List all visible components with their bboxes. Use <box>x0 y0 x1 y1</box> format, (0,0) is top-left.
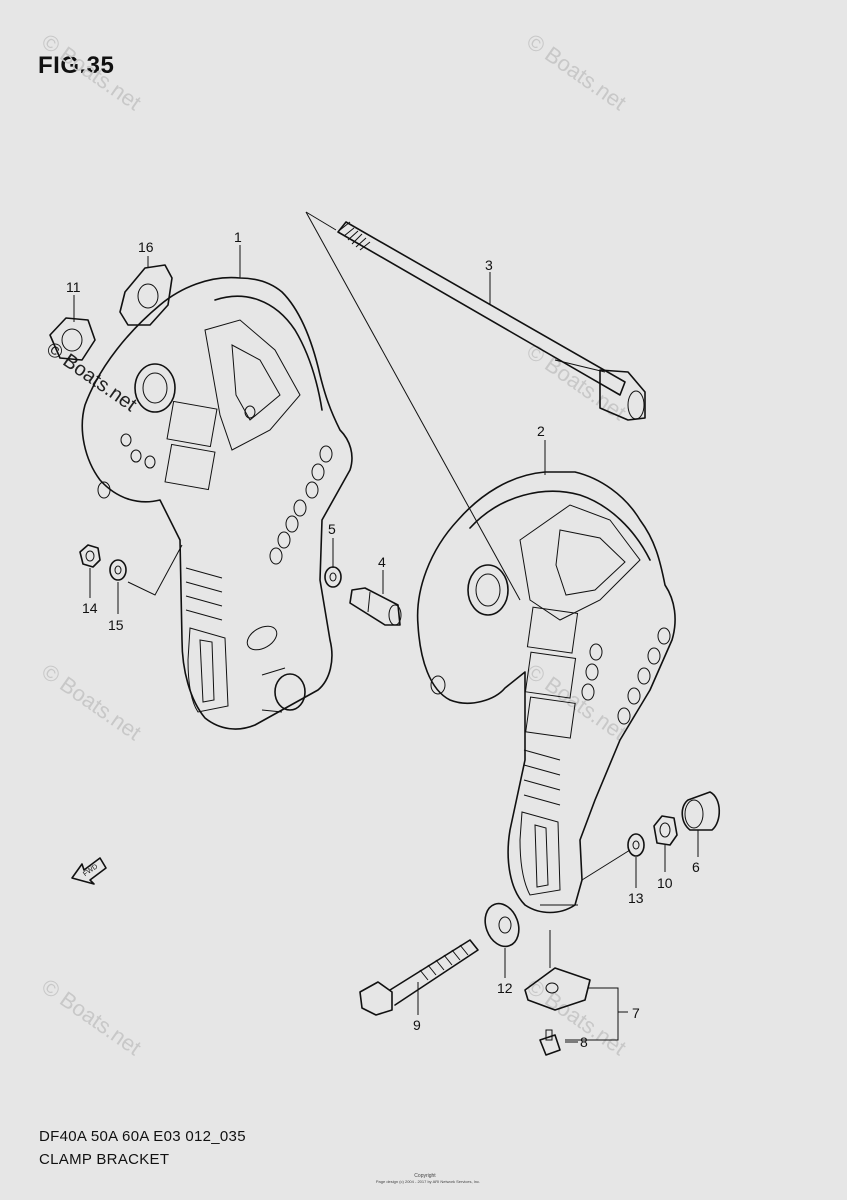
part-5-washer <box>324 566 342 588</box>
watermark-5: © Boats.net <box>522 659 631 746</box>
callout-14: 14 <box>82 600 98 616</box>
callout-8: 8 <box>580 1034 588 1050</box>
figure-title: FIG.35 <box>38 52 115 79</box>
callout-11: 11 <box>66 279 81 295</box>
callout-5: 5 <box>328 521 336 537</box>
watermark-6: © Boats.net <box>37 974 146 1061</box>
callout-2: 2 <box>537 423 545 439</box>
part-3-tilt-tube <box>337 221 646 421</box>
part-14-nut <box>79 544 101 568</box>
callout-6: 6 <box>692 859 700 875</box>
callout-1: 1 <box>234 229 242 245</box>
callout-10: 10 <box>657 875 673 891</box>
watermark-3: © Boats.net <box>522 339 631 426</box>
assembly-line-2 <box>305 211 337 231</box>
part-13-washer <box>627 833 645 857</box>
part-6-cap <box>681 791 721 831</box>
assembly-line <box>305 211 521 601</box>
leader-lines <box>73 245 699 1043</box>
part-2-clamp-bracket-right <box>416 471 676 914</box>
callout-4: 4 <box>378 554 386 570</box>
part-7-pad <box>524 967 591 1011</box>
copyright-label: Copyright <box>414 1173 436 1179</box>
callout-16: 16 <box>138 239 154 255</box>
watermark-7: © Boats.net <box>522 974 631 1061</box>
watermark-4: © Boats.net <box>37 659 146 746</box>
part-10-nut <box>653 815 678 846</box>
part-11-nut <box>49 317 96 361</box>
part-1-clamp-bracket-left <box>81 276 353 730</box>
watermark-1: © Boats.net <box>37 29 146 116</box>
part-4-pin <box>349 587 402 626</box>
callout-9: 9 <box>413 1017 421 1033</box>
part-8-screw <box>539 1029 561 1056</box>
callout-12: 12 <box>497 980 513 996</box>
model-code: DF40A 50A 60A E03 012_035 <box>39 1128 246 1145</box>
part-group-name: CLAMP BRACKET <box>39 1151 170 1168</box>
fwd-arrow-icon: FWD <box>71 857 107 885</box>
part-9-bolt <box>359 939 479 1016</box>
callout-13: 13 <box>628 890 644 906</box>
watermark-2: © Boats.net <box>522 29 631 116</box>
callout-15: 15 <box>108 617 124 633</box>
part-12-washer <box>484 902 520 948</box>
part-15-washer <box>109 559 127 581</box>
copyright-line: Page design (c) 2004 - 2017 by ARI Netwo… <box>375 1179 481 1184</box>
callout-7: 7 <box>632 1005 640 1021</box>
callout-numbers: 1 2 3 4 5 6 7 8 9 10 11 12 13 14 15 16 <box>66 229 700 1050</box>
part-16-plate <box>119 264 173 326</box>
callout-3: 3 <box>485 257 493 273</box>
